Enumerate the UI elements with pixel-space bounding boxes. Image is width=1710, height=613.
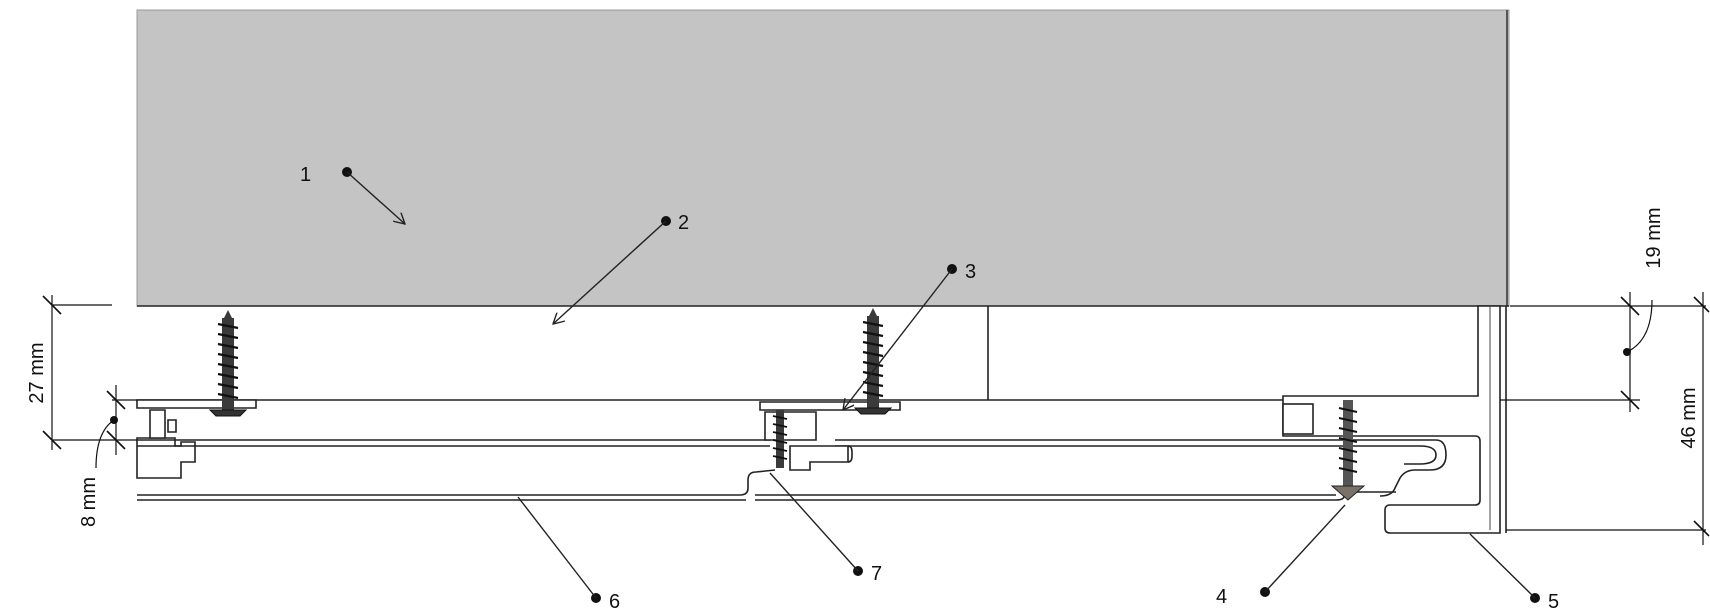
- dimension-27mm: [42, 295, 112, 450]
- dimension-46mm-label: 46 mm: [1678, 387, 1700, 448]
- callout-1: 1: [300, 164, 311, 186]
- right-clip: [1282, 403, 1314, 435]
- left-clip: [136, 399, 257, 439]
- dimension-19mm: [1500, 292, 1653, 412]
- cladding-profile: [136, 437, 1447, 501]
- callout-leaders: [342, 167, 1540, 603]
- callout-4: 4: [1216, 586, 1227, 608]
- edge-profile: [1282, 305, 1501, 534]
- dimension-27mm-label: 27 mm: [26, 342, 48, 403]
- screw-icon: [208, 308, 1366, 501]
- callout-3: 3: [965, 261, 976, 283]
- panel-board: [136, 9, 1510, 307]
- batten: [137, 306, 1479, 401]
- callout-6: 6: [609, 591, 620, 613]
- dimension-8mm: [95, 385, 137, 469]
- dimension-8mm-label: 8 mm: [78, 477, 100, 527]
- dimension-19mm-label: 19 mm: [1643, 207, 1665, 268]
- callout-7: 7: [871, 563, 882, 585]
- callout-2: 2: [678, 212, 689, 234]
- dimension-46mm: [1506, 292, 1710, 545]
- callout-5: 5: [1548, 591, 1559, 613]
